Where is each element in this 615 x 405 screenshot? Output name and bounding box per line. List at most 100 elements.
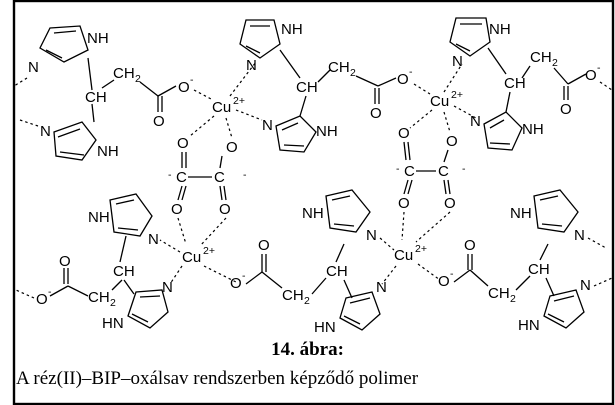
minus-sign: - <box>597 62 601 74</box>
imidazole-ring-right-lower <box>483 111 523 151</box>
figure-caption: A réz(II)–BIP–oxálsav rendszerben képződ… <box>16 368 419 389</box>
imidazole-ring-left-lower <box>53 121 97 161</box>
copper-label: Cu <box>212 99 231 116</box>
coord-bond <box>415 211 451 243</box>
coord-bond <box>169 265 183 285</box>
o-minus-label: O <box>397 71 409 88</box>
ch2-sub: 2 <box>304 295 310 307</box>
coord-bond <box>417 263 441 281</box>
hn-label: HN <box>518 317 540 334</box>
coord-bond <box>409 109 433 129</box>
ch2-sub: 2 <box>135 73 141 85</box>
n-label: N <box>28 59 39 76</box>
coord-bond <box>13 77 28 87</box>
ch-label: CH <box>85 89 107 106</box>
minus-sign: - <box>242 270 246 282</box>
imidazole-ring-bottom-left-upper <box>109 193 153 237</box>
coord-bond <box>379 237 395 251</box>
o-label: O <box>446 133 458 150</box>
c-label: C <box>214 169 225 186</box>
o-minus-label: O <box>178 79 190 96</box>
o-minus-label: O <box>585 67 597 84</box>
o-label: O <box>258 237 270 254</box>
coord-bond <box>413 83 431 95</box>
coord-bond <box>19 119 39 127</box>
figure-title: 14. ábra: <box>271 339 344 360</box>
n-label: N <box>162 279 173 296</box>
o-label: O <box>560 101 572 118</box>
coord-bond <box>381 265 397 285</box>
c-label: C <box>176 169 187 186</box>
charge-label: 2+ <box>203 245 215 257</box>
minus-sign: - <box>190 74 194 86</box>
copper-label: Cu <box>182 249 201 266</box>
ch2-sub: 2 <box>350 67 356 79</box>
coord-bond <box>203 265 237 283</box>
o-minus-label: O <box>438 273 450 290</box>
minus-sign: - <box>462 163 466 175</box>
o-label: O <box>226 139 238 156</box>
imidazole-ring-top-center-right <box>449 17 491 57</box>
o-minus-label: O <box>36 291 48 308</box>
hn-label: HN <box>314 319 336 336</box>
coord-bond <box>229 61 257 97</box>
ch2-label: CH <box>113 65 135 82</box>
minus-sign: - <box>243 169 247 181</box>
n-label: N <box>580 277 591 294</box>
ch-label: CH <box>504 75 526 92</box>
imidazole-ring-top-center-left <box>239 19 281 59</box>
coord-bond <box>159 239 181 253</box>
minus-sign: - <box>168 169 172 181</box>
coord-bond <box>235 109 263 121</box>
coord-bond <box>593 277 613 287</box>
n-label: N <box>366 227 377 244</box>
n-label: N <box>148 231 159 248</box>
imidazole-ring-bottom-center-lower <box>339 291 381 331</box>
hn-label: HN <box>102 315 124 332</box>
coord-bond <box>15 289 35 299</box>
n-label: N <box>262 117 273 134</box>
nh-label: NH <box>316 123 338 140</box>
n-label: N <box>470 113 481 130</box>
coord-bond <box>177 217 187 245</box>
o-label: O <box>59 253 71 270</box>
o-label: O <box>370 105 382 122</box>
nh-label: NH <box>510 205 532 222</box>
minus-sign: - <box>409 66 413 78</box>
c-label: C <box>438 163 449 180</box>
imidazole-ring-bottom-center-upper <box>325 189 371 233</box>
n-label: N <box>376 279 387 296</box>
ch2-sub: 2 <box>510 293 516 305</box>
minus-sign: - <box>396 163 400 175</box>
imidazole-ring-top-left <box>39 25 89 63</box>
ch2-label: CH <box>88 289 110 306</box>
ch2-sub: 2 <box>552 57 558 69</box>
coord-bond <box>401 211 405 241</box>
nh-label: NH <box>87 30 109 47</box>
copper-label: Cu <box>430 93 449 110</box>
ch-label: CH <box>296 79 318 96</box>
ch-label: CH <box>528 261 550 278</box>
coord-bond <box>189 115 215 137</box>
o-label: O <box>464 237 476 254</box>
nh-label: NH <box>489 21 511 38</box>
coord-bond <box>443 111 451 133</box>
charge-label: 2+ <box>233 95 245 107</box>
o-label: O <box>219 201 231 218</box>
imidazole-ring-bottom-left-lower <box>127 289 169 329</box>
coord-bond <box>599 81 613 91</box>
o-label: O <box>398 195 410 212</box>
minus-sign: - <box>48 286 52 298</box>
o-label: O <box>171 201 183 218</box>
o-label: O <box>398 125 410 142</box>
coord-bond <box>199 217 227 247</box>
n-label: N <box>574 227 585 244</box>
ch2-label: CH <box>328 59 350 76</box>
nh-label: NH <box>522 121 544 138</box>
ch2-label: CH <box>530 49 552 66</box>
n-label: N <box>246 57 257 74</box>
o-label: O <box>177 135 189 152</box>
coord-bond <box>587 237 607 249</box>
coord-bond <box>225 117 233 139</box>
